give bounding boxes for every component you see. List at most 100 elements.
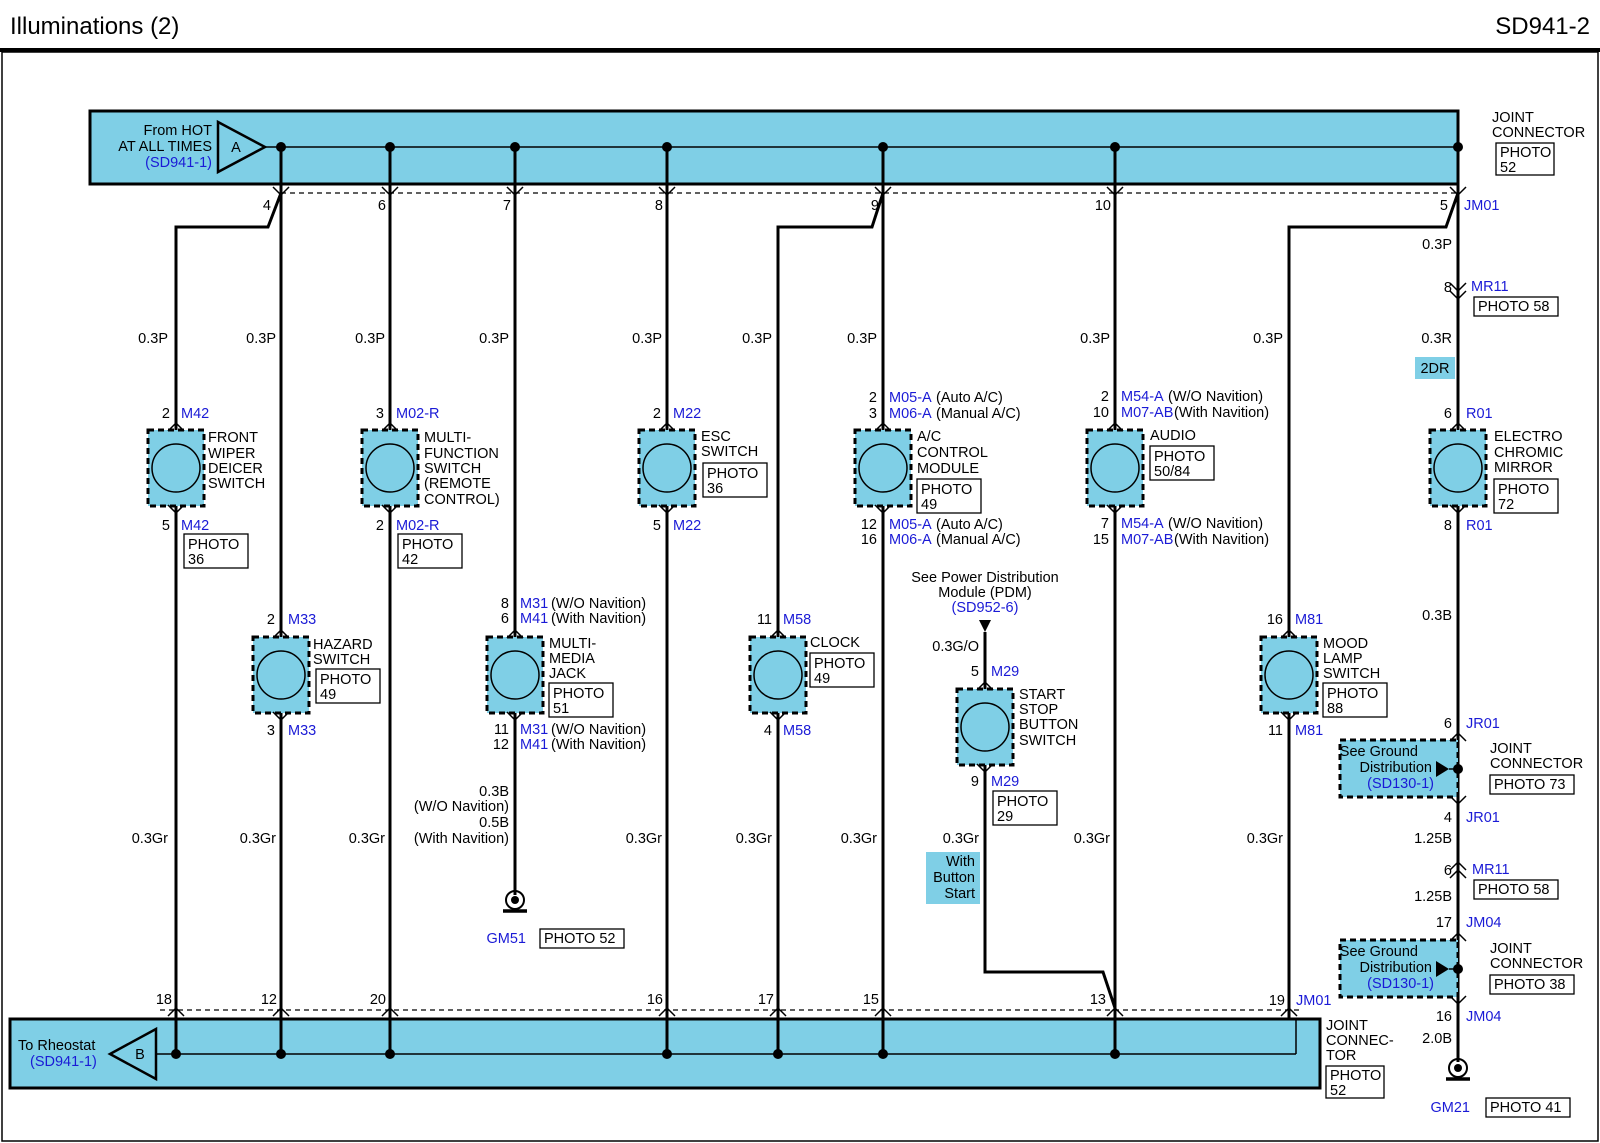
component-name-1: HAZARD [313, 637, 373, 653]
branch-multimedia-jack: 7 0.3P 8 M31 (W/O Navition) 6 M41 (With … [414, 142, 646, 949]
bottom-wire-spec: 0.3Gr [626, 831, 662, 847]
mr11-terminal-a [1449, 282, 1467, 293]
bottom-pin: 16 [647, 992, 663, 1008]
conn-out-1: M31 [520, 722, 548, 738]
bottom-photo-box [1325, 1065, 1385, 1099]
conn-in: M81 [1295, 612, 1323, 628]
pin-out-terminal [272, 711, 290, 722]
top-wire-spec: 0.3P [355, 331, 385, 347]
ground-icon [1446, 1058, 1470, 1081]
component-name-1: AUDIO [1150, 428, 1196, 444]
photo-2: 36 [707, 481, 723, 497]
conn-out: M58 [783, 723, 811, 739]
branch-electrochromic-mirror: 0.3P 8 MR11 PHOTO 58 0.3R 2DR 6 R01 8 R0… [1338, 142, 1583, 1118]
top-pin: 7 [503, 198, 511, 214]
mr11-2-terminal-b [1449, 868, 1467, 879]
component-box [1428, 428, 1488, 508]
bottom-wire-spec: 0.3Gr [1074, 831, 1110, 847]
bottom-terminal [167, 1006, 185, 1017]
top-pin: 6 [378, 198, 386, 214]
pin-out-terminal [1280, 711, 1298, 722]
pin-in: 2 [267, 612, 275, 628]
component-box [1259, 635, 1319, 715]
component-name-1: ESC [701, 429, 731, 445]
component-box [853, 428, 913, 508]
ground-wire-spec-4: (With Navition) [414, 831, 509, 847]
bottom-terminal [769, 1006, 787, 1017]
conn-out-1: M54-A [1121, 516, 1164, 532]
pin-out-terminal [381, 504, 399, 515]
component-box [485, 635, 545, 715]
component-name-2: SWITCH [313, 652, 370, 668]
branch-hazard-switch: 12 0.3P 0.3Gr 2 M33 3 M33 HAZARD SWITCH … [240, 193, 381, 1059]
pin-out-2: 16 [861, 532, 877, 548]
bus-splice [662, 1049, 672, 1059]
jc2-photo-box [1489, 974, 1575, 995]
component-name-2: CONTROL [917, 445, 988, 461]
top-wire-spec: 0.3P [742, 331, 772, 347]
photo-1: PHOTO [997, 794, 1048, 810]
branch-front-wiper-deicer: 4 18 0.3P 0.3Gr 2 M42 5 M42 FRONT WIPER … [132, 142, 290, 1059]
jc1-label-2: CONNECTOR [1490, 756, 1583, 772]
bus-splice [385, 142, 395, 152]
conn-out-2: M06-A [889, 532, 932, 548]
conn-out: M81 [1295, 723, 1323, 739]
photo-box [1493, 478, 1559, 514]
pin-in: 2 [653, 406, 661, 422]
switch-symbol [1433, 443, 1483, 493]
pin-in-terminal [1280, 628, 1298, 639]
ground-dist-2b: Distribution [1359, 960, 1432, 976]
bus-splice [276, 1049, 286, 1059]
source-letter: A [231, 140, 241, 156]
component-name-3: SWITCH [424, 461, 481, 477]
component-name-1: CLOCK [810, 635, 860, 651]
bottom-wire-spec: 0.3Gr [1247, 831, 1283, 847]
conn-out-2-note: (With Navition) [551, 737, 646, 753]
component-name-3: MODULE [917, 461, 979, 477]
bottom-wire-spec: 0.3Gr [349, 831, 385, 847]
switch-symbol [960, 702, 1010, 752]
switch-symbol [642, 443, 692, 493]
photo-2: 29 [997, 809, 1013, 825]
conn-in-1: M54-A [1121, 389, 1164, 405]
switch-symbol [365, 443, 415, 493]
bus-splice [1110, 142, 1120, 152]
ground-code: GM51 [487, 931, 527, 947]
component-name-3: MIRROR [1494, 460, 1553, 476]
photo-box [548, 682, 614, 718]
switch-symbol [1090, 443, 1140, 493]
top-terminal [1449, 186, 1467, 197]
pin-out-2: 15 [1093, 532, 1109, 548]
ground-wire-spec-3: 0.5B [479, 815, 509, 831]
ground-dist-1-arrow-icon [1436, 761, 1449, 777]
pin-out-1: 11 [494, 722, 509, 738]
top-wire-spec: 0.3P [1080, 331, 1110, 347]
pin-out-terminal [658, 504, 676, 515]
top-pin: 10 [1095, 198, 1111, 214]
pin-out: 5 [653, 518, 661, 534]
bus-splice [878, 142, 888, 152]
bottom-photo-2: 52 [1330, 1083, 1346, 1099]
pin-in-1: 8 [501, 596, 509, 612]
jm04-terminal-out [1449, 995, 1467, 1006]
conn-in-2-note: (With Navition) [1174, 405, 1269, 421]
pin-in-1: 2 [1101, 389, 1109, 405]
component-box [146, 428, 206, 508]
component-name-1: MULTI- [549, 636, 596, 652]
top-connector-label-2: CONNECTOR [1492, 125, 1585, 141]
pin-in-terminal [1106, 421, 1124, 432]
pin-out: 5 [162, 518, 170, 534]
conn-out: M02-R [396, 518, 440, 534]
pin-out-terminal [976, 763, 994, 774]
top-pin: 9 [871, 198, 879, 214]
switch-symbol [858, 443, 908, 493]
top-pin-right: 5 [1440, 198, 1448, 214]
photo-2: 49 [320, 687, 336, 703]
pin-in: 6 [1444, 406, 1452, 422]
bottom-connector-label-2: CONNEC- [1326, 1033, 1394, 1049]
top-wire-spec: 0.3P [246, 331, 276, 347]
pin-in: 16 [1267, 612, 1283, 628]
photo-1: PHOTO [1327, 686, 1378, 702]
conn-out-2: M41 [520, 737, 548, 753]
pin-out-terminal [167, 504, 185, 515]
